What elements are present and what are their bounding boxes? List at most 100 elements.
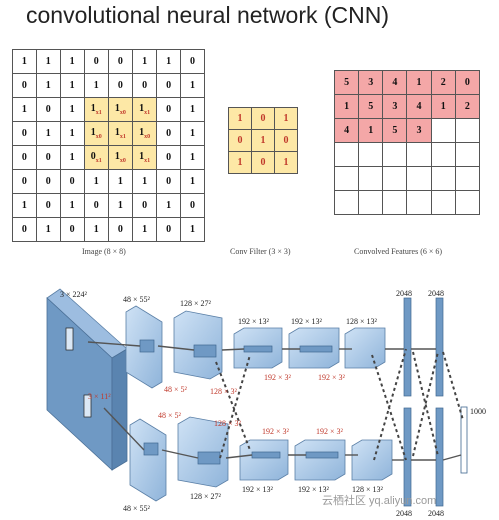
image-grid-cell: 0 (156, 97, 182, 122)
conv2-top-label: 128 × 27² (180, 299, 212, 308)
image-grid-cell: 1 (12, 97, 37, 122)
conv4-bottom-block (294, 439, 346, 481)
feature-grid-cell (454, 118, 481, 143)
image-grid-cell: 1 (180, 145, 205, 170)
fc1-bottom-bar (403, 407, 412, 507)
fc1-top-bar (403, 297, 412, 397)
image-grid-cell: 1 (156, 193, 182, 218)
image-grid-cell: 1 (180, 73, 205, 98)
feature-grid-cell: 1 (333, 94, 360, 119)
image-grid-cell: 1 (132, 217, 158, 242)
image-grid-cell: 1x0 (132, 121, 158, 146)
feature-grid-cell: 4 (406, 94, 432, 119)
watermark: 云栖社区 yq.aliyun.com (322, 493, 436, 507)
image-grid-cell: 1x1 (132, 145, 158, 170)
conv3-top-kernel-label: 192 × 3² (264, 373, 292, 382)
conv3-bottom-kernel-label: 192 × 3² (262, 427, 290, 436)
image-grid-cell: 1x0 (107, 145, 134, 170)
feature-grid-cell: 2 (430, 70, 456, 95)
conv2-bottom-kernel-label: 128 × 3² (214, 419, 242, 428)
feature-grid-cell (333, 166, 360, 191)
conv1-bottom-kernel (143, 442, 159, 456)
filter-grid-cell: 1 (274, 107, 298, 130)
input-label: 3 × 224² (60, 290, 88, 299)
filter-grid-cell: 1 (228, 151, 252, 174)
conv4-top-kernel-label: 192 × 3² (318, 373, 346, 382)
feature-grid-cell: 0 (454, 70, 481, 95)
feature-grid-cell: 1 (430, 94, 456, 119)
filter-grid-cell: 1 (228, 107, 252, 130)
output-label: 1000 (470, 407, 486, 416)
feature-grid-row (333, 190, 481, 215)
conv1-top-label: 48 × 55² (123, 295, 151, 304)
feature-grid-cell: 5 (382, 118, 408, 143)
cross-connection-lines (215, 348, 464, 461)
filter-grid-caption: Conv Filter (3 × 3) (230, 247, 291, 256)
feature-grid-cell: 3 (358, 70, 384, 95)
conv3-bottom-label: 192 × 13² (242, 485, 274, 494)
fc2-bottom-bar (435, 407, 444, 507)
conv1-bottom-block (129, 418, 167, 502)
feature-grid-cell (382, 142, 408, 167)
conv4-top-label: 192 × 13² (291, 317, 323, 326)
conv5-top-block (344, 327, 386, 369)
conv1-top-kernel (139, 339, 155, 353)
image-grid-cell: 0 (35, 169, 61, 194)
feature-grid-cell: 5 (333, 70, 360, 95)
feature-grid-cell: 2 (454, 94, 481, 119)
conv4-bottom-kernel (305, 451, 339, 459)
feature-grid-cell: 3 (382, 94, 408, 119)
image-grid-cell: 1x1 (107, 121, 134, 146)
image-grid-cell: 1 (180, 217, 205, 242)
conv4-top-kernel (299, 345, 333, 353)
filter-grid-cell: 0 (251, 151, 275, 174)
conv4-bottom-kernel-label: 192 × 3² (316, 427, 344, 436)
image-grid-cell: 1 (107, 193, 134, 218)
input-volume-side (111, 348, 128, 471)
feature-grid-cell: 1 (358, 118, 384, 143)
feature-grid-caption: Convolved Features (6 × 6) (354, 247, 443, 256)
fc1-bottom-label: 2048 (396, 509, 412, 518)
conv3-top-kernel (243, 345, 273, 353)
image-grid-cell: 1 (35, 121, 61, 146)
feature-grid-cell (333, 190, 360, 215)
output-bar (460, 406, 468, 474)
conv1-bottom-label: 48 × 55² (123, 504, 151, 513)
image-grid-cell: 1 (12, 193, 37, 218)
conv3-top-label: 192 × 13² (238, 317, 270, 326)
feature-grid-cell: 4 (382, 70, 408, 95)
feature-grid-cell: 5 (358, 94, 384, 119)
image-grid-cell: 1 (156, 49, 182, 74)
feature-grid-cell (406, 190, 432, 215)
conv3-bottom-block (239, 439, 289, 481)
conv2-bottom-kernel (197, 451, 221, 465)
image-grid-cell: 0 (83, 193, 109, 218)
feature-grid-cell (358, 190, 384, 215)
filter-grid-cell: 1 (251, 129, 275, 152)
image-grid-cell: 0 (156, 73, 182, 98)
image-grid-cell: 1 (83, 73, 109, 98)
feature-grid-cell (454, 190, 481, 215)
image-grid-cell: 1 (132, 49, 158, 74)
image-grid-cell: 0 (59, 169, 85, 194)
conv1-bottom-kernel-label: 48 × 5² (158, 411, 182, 420)
conv1-top-kernel-label: 48 × 5² (164, 385, 188, 394)
image-grid-cell: 1 (132, 169, 158, 194)
feature-grid-cell (333, 142, 360, 167)
image-grid-cell: 1x0 (107, 97, 134, 122)
feature-grid-cell (382, 190, 408, 215)
image-grid-cell: 1 (12, 49, 37, 74)
feature-grid-cell (358, 166, 384, 191)
